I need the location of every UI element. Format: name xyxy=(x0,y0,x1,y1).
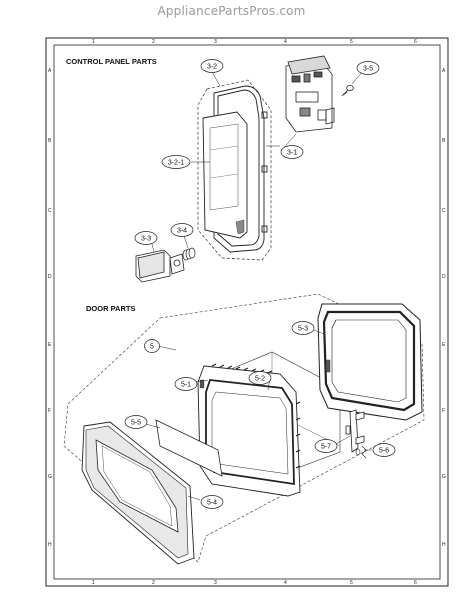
frame-row-label: H xyxy=(442,542,446,548)
frame-column-label: 1 xyxy=(92,580,95,586)
watermark: AppliancePartsPros.com xyxy=(157,4,306,18)
frame-column-labels-bottom: 1 2 3 4 5 6 xyxy=(92,580,417,586)
callout-5-3: 5-3 xyxy=(291,321,315,335)
frame-row-label: C xyxy=(48,208,52,214)
door-screen xyxy=(155,419,223,477)
frame-column-label: 3 xyxy=(214,580,217,586)
door-frame-inner xyxy=(197,363,301,497)
callout-label: 5-7 xyxy=(321,444,331,451)
callout-label: 3-4 xyxy=(177,228,187,235)
door-latch-lever xyxy=(135,249,185,283)
callout-3-1: 3-1 xyxy=(280,145,304,159)
frame-row-label: G xyxy=(48,474,52,480)
frame-column-label: 4 xyxy=(284,39,287,45)
callout-label: 5-6 xyxy=(379,448,389,455)
frame-column-label: 2 xyxy=(152,580,155,586)
callout-3-5: 3-5 xyxy=(356,61,380,75)
frame-column-label: 5 xyxy=(350,580,353,586)
drawing-frame xyxy=(45,37,449,587)
callout-5-5: 5-5 xyxy=(124,415,148,429)
frame-column-label: 6 xyxy=(414,580,417,586)
door-latch-hook xyxy=(345,409,365,453)
door-frame-outer xyxy=(317,303,423,421)
door-spring xyxy=(355,445,367,459)
callout-5-2: 5-2 xyxy=(248,371,272,385)
screw xyxy=(341,85,354,97)
frame-column-label: 1 xyxy=(92,39,95,45)
callout-3-4: 3-4 xyxy=(170,223,194,237)
callout-label: 5-2 xyxy=(255,376,265,383)
control-panel-frame xyxy=(213,85,268,253)
door-leaders xyxy=(145,329,372,501)
frame-row-label: H xyxy=(48,542,52,548)
frame-row-label: E xyxy=(442,342,446,348)
door-outer-panel xyxy=(81,421,195,565)
callout-5-6: 5-6 xyxy=(372,443,396,457)
callout-label: 5-1 xyxy=(181,382,191,389)
frame-row-label: A xyxy=(48,68,52,74)
frame-row-label: E xyxy=(48,342,52,348)
section-title-door: DOOR PARTS xyxy=(86,304,135,313)
frame-column-label: 6 xyxy=(414,39,417,45)
control-panel-group-outline xyxy=(197,79,272,261)
spring xyxy=(182,247,196,261)
callout-3-2-1: 3-2-1 xyxy=(161,155,191,169)
frame-row-label: A xyxy=(442,68,446,74)
frame-column-labels-top: 1 2 3 4 5 6 xyxy=(92,39,417,45)
callout-label: 5 xyxy=(150,344,154,351)
frame-row-label: G xyxy=(442,474,446,480)
frame-row-label: B xyxy=(442,138,446,144)
frame-row-label: C xyxy=(442,208,446,214)
frame-row-label: D xyxy=(48,274,52,280)
frame-row-labels-right: A B C D E F G H xyxy=(442,68,446,548)
frame-row-label: F xyxy=(442,408,445,414)
callout-3-3: 3-3 xyxy=(134,231,158,245)
frame-row-label: D xyxy=(442,274,446,280)
callout-label: 3-2 xyxy=(207,64,217,71)
callout-5-1: 5-1 xyxy=(174,377,198,391)
frame-column-label: 3 xyxy=(214,39,217,45)
frame-column-label: 2 xyxy=(152,39,155,45)
callout-5-7: 5-7 xyxy=(314,439,338,453)
callout-3-2: 3-2 xyxy=(200,59,224,73)
callout-label: 3-1 xyxy=(287,150,297,157)
callout-label: 5-5 xyxy=(131,420,141,427)
frame-row-label: B xyxy=(48,138,52,144)
frame-column-label: 5 xyxy=(350,39,353,45)
callout-label: 3-2-1 xyxy=(168,160,184,167)
frame-row-label: F xyxy=(48,408,51,414)
frame-row-labels-left: A B C D E F G H xyxy=(48,68,52,548)
callout-label: 5-3 xyxy=(298,326,308,333)
frame-column-label: 4 xyxy=(284,580,287,586)
control-panel-face xyxy=(202,111,248,239)
callout-label: 5-4 xyxy=(207,500,217,507)
callout-label: 3-5 xyxy=(363,66,373,73)
callout-label: 3-3 xyxy=(141,236,151,243)
door-group-outline xyxy=(63,293,425,563)
control-board xyxy=(285,55,335,133)
section-title-control-panel: CONTROL PANEL PARTS xyxy=(66,57,157,66)
callout-5-4: 5-4 xyxy=(200,495,224,509)
callout-5: 5 xyxy=(144,339,160,353)
